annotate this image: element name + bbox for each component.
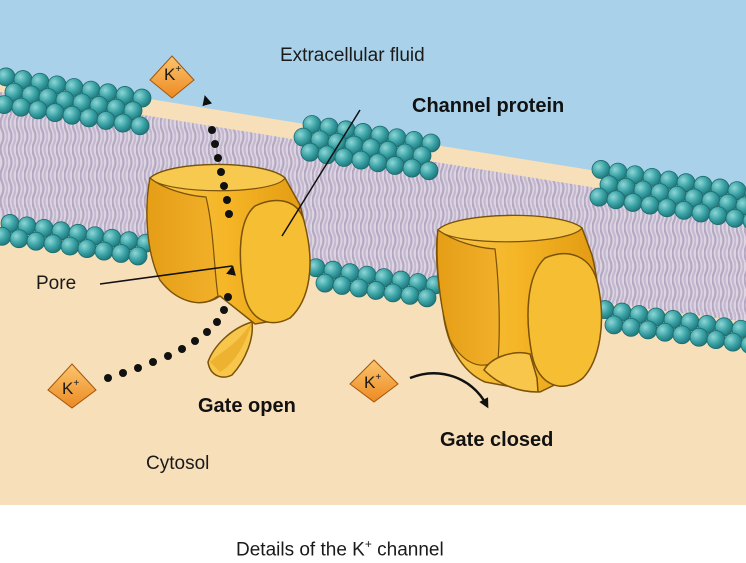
phospholipid-head — [723, 332, 743, 352]
phospholipid-head — [79, 108, 99, 128]
phospholipid-head — [96, 111, 116, 130]
phospholipid-head — [706, 330, 726, 350]
phospholipid-head — [128, 246, 148, 266]
phospholipid-head — [130, 116, 150, 136]
phospholipid-head — [113, 113, 133, 133]
phospholipid-head — [621, 317, 641, 337]
pore-leader — [99, 265, 233, 285]
phospholipid-head — [604, 315, 624, 335]
phospholipid-head — [349, 278, 369, 298]
k-ion-top — [149, 55, 195, 99]
phospholipid-head — [9, 229, 29, 249]
gate-open-label: Gate open — [198, 395, 296, 417]
phospholipid-head — [689, 327, 709, 347]
gate-closed-arrow — [409, 372, 489, 409]
channel-protein-label: Channel protein — [412, 95, 565, 117]
k-ion-right — [349, 359, 399, 403]
phospholipid-head — [368, 153, 388, 173]
phospholipid-head — [623, 193, 643, 212]
phospholipid-head — [111, 244, 131, 263]
phospholipid-head — [742, 213, 746, 229]
phospholipid-head — [672, 325, 692, 345]
phospholipid-head — [402, 158, 422, 178]
phospholipid-head — [419, 161, 439, 181]
k-ion-right-label: K+ — [364, 372, 382, 392]
phospholipid-head — [94, 241, 114, 261]
phospholipid-head — [400, 285, 420, 305]
open-channel-protein — [146, 163, 311, 378]
pore-label: Pore — [36, 273, 77, 294]
phospholipid-head — [300, 142, 320, 162]
phospholipid-head — [708, 206, 728, 226]
phospholipid-head — [77, 239, 97, 258]
extracellular-region — [0, 0, 746, 195]
closed-channel-protein — [435, 214, 603, 393]
phospholipid-head — [317, 145, 337, 165]
phospholipid-head — [334, 148, 354, 167]
phospholipid-head — [674, 200, 694, 220]
phospholipid-head — [60, 236, 80, 256]
gate-closed-label: Gate closed — [440, 429, 554, 451]
phospholipid-head — [366, 281, 386, 300]
ion-path-dots — [104, 126, 233, 382]
phospholipid-head — [589, 187, 609, 207]
phospholipid-head — [351, 150, 371, 170]
phospholipid-head — [26, 231, 46, 251]
phospholipid-head — [417, 288, 437, 308]
caption-area — [0, 505, 746, 563]
phospholipid-head — [62, 105, 82, 125]
channel-protein-leader — [281, 109, 361, 237]
phospholipid-head — [740, 336, 746, 354]
phospholipid-head — [640, 195, 660, 215]
phospholipid-heads — [0, 67, 746, 354]
phospholipid-head — [725, 208, 745, 228]
phospholipid-head — [606, 190, 626, 210]
phospholipid-head — [315, 273, 335, 293]
k-ion-left-label: K+ — [62, 378, 80, 398]
k-ion-top-label: K+ — [164, 64, 182, 84]
phospholipid-head — [28, 100, 48, 120]
k-ion-left — [47, 363, 97, 409]
phospholipid-head — [45, 103, 65, 122]
phospholipid-head — [11, 97, 31, 117]
phospholipid-head — [383, 283, 403, 303]
phospholipid-head — [691, 203, 711, 223]
extracellular-fluid-label: Extracellular fluid — [280, 45, 425, 66]
phospholipid-head — [385, 156, 405, 175]
figure-caption: Details of the K+ channel — [236, 537, 444, 561]
phospholipid-head — [332, 276, 352, 295]
phospholipid-head — [638, 320, 658, 340]
phospholipid-head — [43, 234, 63, 254]
phospholipid-head — [655, 322, 675, 342]
cytosol-label: Cytosol — [146, 453, 210, 474]
phospholipid-head — [657, 198, 677, 218]
